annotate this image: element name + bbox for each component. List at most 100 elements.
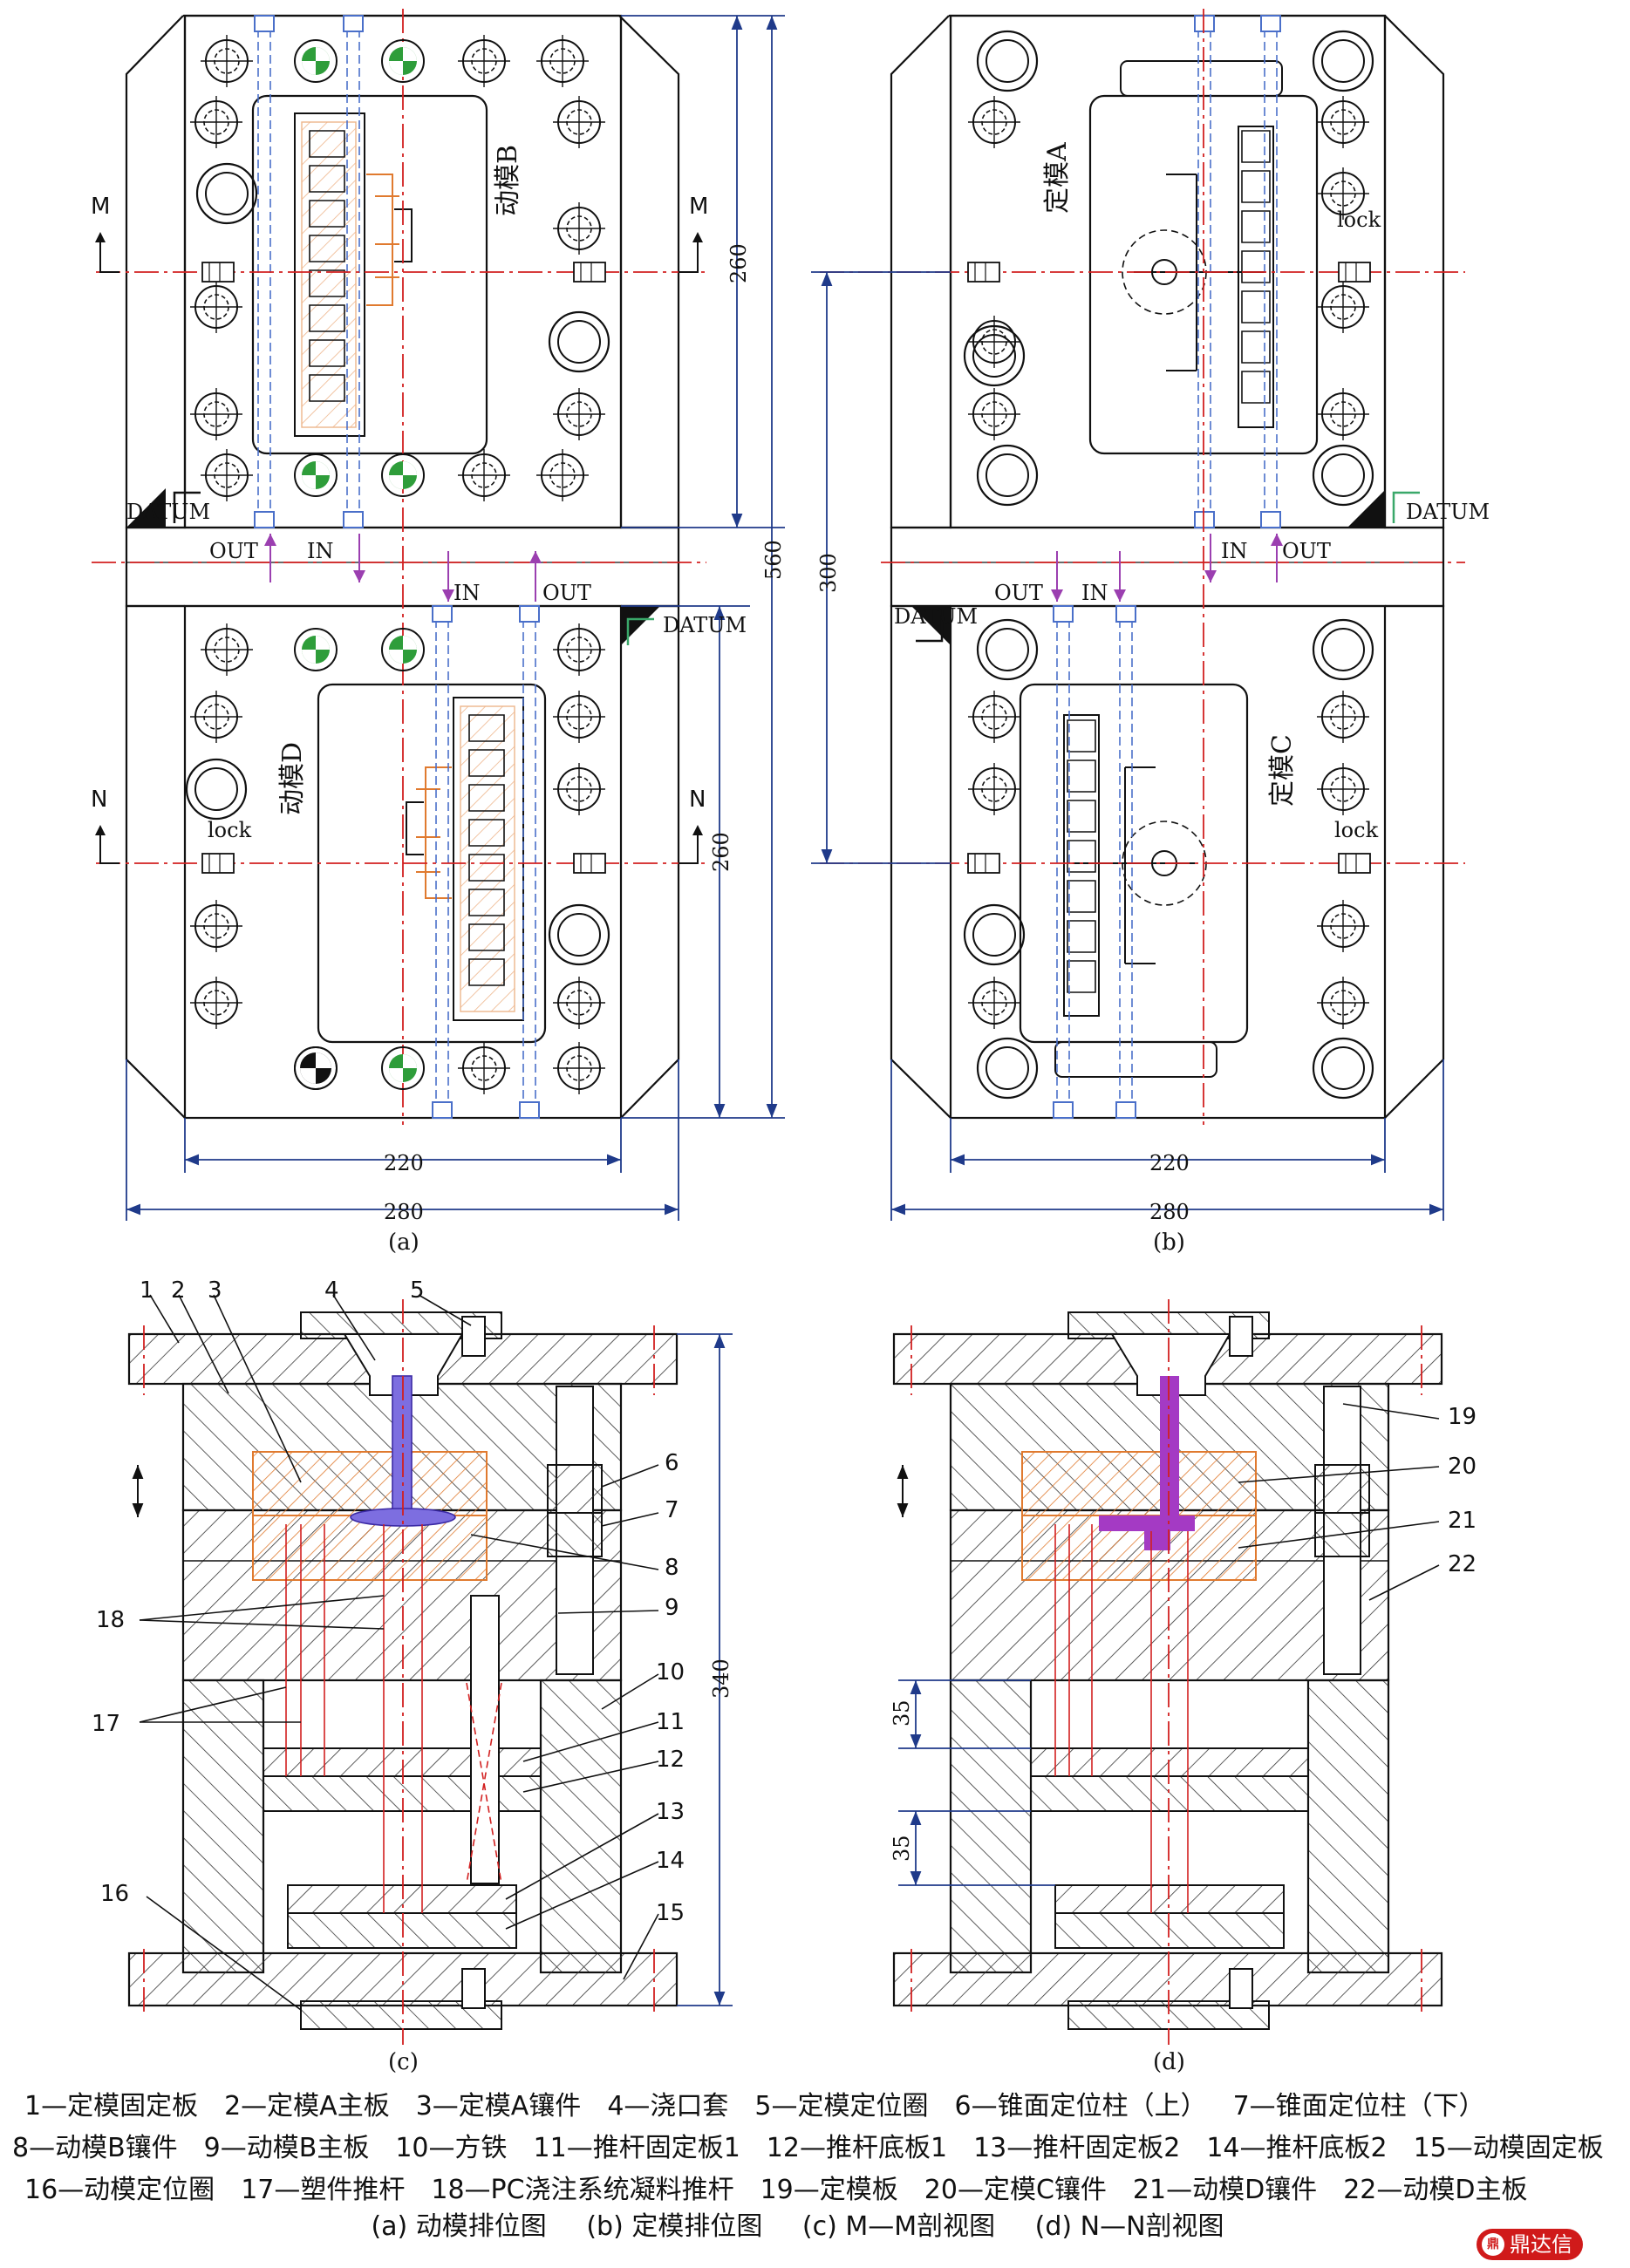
legend-item: 7—锥面定位柱（下） bbox=[1232, 2091, 1485, 2122]
legend-item: 17—塑件推杆 bbox=[241, 2175, 406, 2205]
legend-item: 5—定模定位圈 bbox=[754, 2091, 929, 2122]
dim-260-top: 260 bbox=[726, 243, 751, 283]
out-b-1: OUT bbox=[1282, 539, 1331, 563]
out-a-2: OUT bbox=[542, 581, 591, 605]
callout-16: 16 bbox=[100, 1881, 129, 1907]
dim-560: 560 bbox=[761, 540, 786, 580]
callout-12: 12 bbox=[656, 1747, 685, 1773]
lock-b-bottom: lock bbox=[1334, 818, 1379, 842]
watermark-badge: 鼎 鼎达信 bbox=[1477, 2229, 1583, 2260]
view-b-fixed-layout bbox=[811, 9, 1465, 1221]
mold-b-label: 动模B bbox=[493, 145, 523, 216]
view-b-label: (b) bbox=[1153, 1229, 1185, 1256]
dim-340: 340 bbox=[709, 1658, 733, 1699]
legend-item: 8—动模B镶件 bbox=[12, 2133, 178, 2163]
legend-item: 20—定模C镶件 bbox=[924, 2175, 1107, 2205]
callout-20: 20 bbox=[1448, 1454, 1477, 1480]
callout-7: 7 bbox=[665, 1497, 679, 1523]
legend-item: 1—定模固定板 bbox=[24, 2091, 199, 2122]
view-a-labels: 动模B 动模D M M N N DATUM DATUM lock OUT IN … bbox=[91, 145, 786, 1256]
dim-260-bottom: 260 bbox=[709, 832, 733, 872]
callout-3: 3 bbox=[208, 1277, 222, 1304]
legend-item: 11—推杆固定板1 bbox=[533, 2133, 740, 2163]
legend-item: 3—定模A镶件 bbox=[415, 2091, 582, 2122]
legend-item: 13—推杆固定板2 bbox=[973, 2133, 1181, 2163]
legend-item: 4—浇口套 bbox=[607, 2091, 729, 2122]
callout-19: 19 bbox=[1448, 1404, 1477, 1430]
lock-b-top: lock bbox=[1337, 208, 1381, 232]
out-a-1: OUT bbox=[209, 539, 258, 563]
in-b-1: IN bbox=[1221, 539, 1247, 563]
caption-c: (c) M—M剖视图 bbox=[801, 2211, 996, 2242]
in-a-2: IN bbox=[454, 581, 480, 605]
view-c-section-mm bbox=[127, 1294, 733, 2045]
caption-d: (d) N—N剖视图 bbox=[1034, 2211, 1224, 2242]
insert-b-window bbox=[251, 94, 488, 455]
callout-6: 6 bbox=[665, 1450, 679, 1476]
legend-item: 16—动模定位圈 bbox=[24, 2175, 215, 2205]
legend-item: 14—推杆底板2 bbox=[1206, 2133, 1388, 2163]
section-m-left: M bbox=[91, 194, 110, 220]
callout-9: 9 bbox=[665, 1595, 679, 1621]
datum-a-bottom: DATUM bbox=[663, 613, 747, 637]
lock-a: lock bbox=[208, 818, 252, 842]
dim-280-b: 280 bbox=[1149, 1200, 1190, 1224]
callout-10: 10 bbox=[656, 1659, 685, 1686]
callout-22: 22 bbox=[1448, 1551, 1477, 1577]
callout-2: 2 bbox=[171, 1277, 186, 1304]
legend-row-1: 1—定模固定板 2—定模A主板 3—定模A镶件 4—浇口套 5—定模定位圈 6—锥面定位柱… bbox=[24, 2086, 1577, 2128]
view-d-labels: 19 20 21 22 35 35 (d) bbox=[890, 1404, 1477, 2075]
dim-35-lower: 35 bbox=[890, 1835, 914, 1862]
view-d-section-nn bbox=[892, 1299, 1443, 2045]
callout-8: 8 bbox=[665, 1555, 679, 1581]
legend-item: 12—推杆底板1 bbox=[766, 2133, 948, 2163]
legend-item: 9—动模B主板 bbox=[203, 2133, 370, 2163]
mold-layout-drawing: 动模B 动模D M M N N DATUM DATUM lock OUT IN … bbox=[91, 9, 1490, 2075]
legend-item: 10—方铁 bbox=[395, 2133, 508, 2163]
legend-item: 2—定模A主板 bbox=[224, 2091, 390, 2122]
view-a-moving-layout bbox=[92, 9, 785, 1221]
badge-logo-icon: 鼎 bbox=[1482, 2233, 1504, 2256]
view-b-labels: 定模A 定模C lock lock DATUM DATUM IN OUT OUT… bbox=[816, 142, 1490, 1256]
badge-text: 鼎达信 bbox=[1510, 2232, 1572, 2257]
out-b-2: OUT bbox=[994, 581, 1043, 605]
dim-35-upper: 35 bbox=[890, 1699, 914, 1727]
legend-item: 21—动模D镶件 bbox=[1132, 2175, 1318, 2205]
dim-220-b: 220 bbox=[1149, 1151, 1190, 1175]
dim-220-a: 220 bbox=[384, 1151, 424, 1175]
callout-21: 21 bbox=[1448, 1508, 1477, 1534]
section-m-right: M bbox=[689, 194, 708, 220]
legend-item: 22—动模D主板 bbox=[1343, 2175, 1528, 2205]
dim-300: 300 bbox=[816, 553, 841, 593]
callout-4: 4 bbox=[324, 1277, 339, 1304]
caption-a: (a) 动模排位图 bbox=[371, 2211, 547, 2242]
view-a-label: (a) bbox=[388, 1229, 419, 1256]
dim-280-a: 280 bbox=[384, 1200, 424, 1224]
callout-1: 1 bbox=[140, 1277, 154, 1304]
callout-5: 5 bbox=[410, 1277, 425, 1304]
view-d-label: (d) bbox=[1153, 2049, 1185, 2075]
in-b-2: IN bbox=[1081, 581, 1108, 605]
datum-b-top: DATUM bbox=[1406, 500, 1490, 524]
section-n-left: N bbox=[91, 787, 107, 813]
in-a-1: IN bbox=[307, 539, 333, 563]
callout-13: 13 bbox=[656, 1799, 685, 1825]
view-c-label: (c) bbox=[388, 2049, 419, 2075]
legend-item: 18—PC浇注系统凝料推杆 bbox=[431, 2175, 734, 2205]
pin-mark-icon bbox=[300, 1052, 331, 1084]
parts-legend: 1—定模固定板 2—定模A主板 3—定模A镶件 4—浇口套 5—定模定位圈 6—锥面定位柱… bbox=[12, 2086, 1604, 2211]
caption-b: (b) 定模排位图 bbox=[586, 2211, 763, 2242]
datum-b-bottom: DATUM bbox=[894, 604, 978, 629]
legend-row-2: 8—动模B镶件 9—动模B主板 10—方铁 11—推杆固定板1 12—推杆底板1 13—推… bbox=[12, 2128, 1604, 2169]
callout-17: 17 bbox=[92, 1711, 120, 1737]
legend-item: 6—锥面定位柱（上） bbox=[954, 2091, 1207, 2122]
callout-14: 14 bbox=[656, 1848, 685, 1874]
callout-11: 11 bbox=[656, 1709, 685, 1735]
datum-a-top: DATUM bbox=[126, 500, 210, 524]
callout-18: 18 bbox=[96, 1607, 125, 1633]
legend-item: 15—动模固定板 bbox=[1413, 2133, 1604, 2163]
callout-15: 15 bbox=[656, 1900, 685, 1926]
figure-caption: (a) 动模排位图 (b) 定模排位图 (c) M—M剖视图 (d) N—N剖视… bbox=[0, 2204, 1595, 2243]
mold-c-label: 定模C bbox=[1267, 734, 1298, 807]
